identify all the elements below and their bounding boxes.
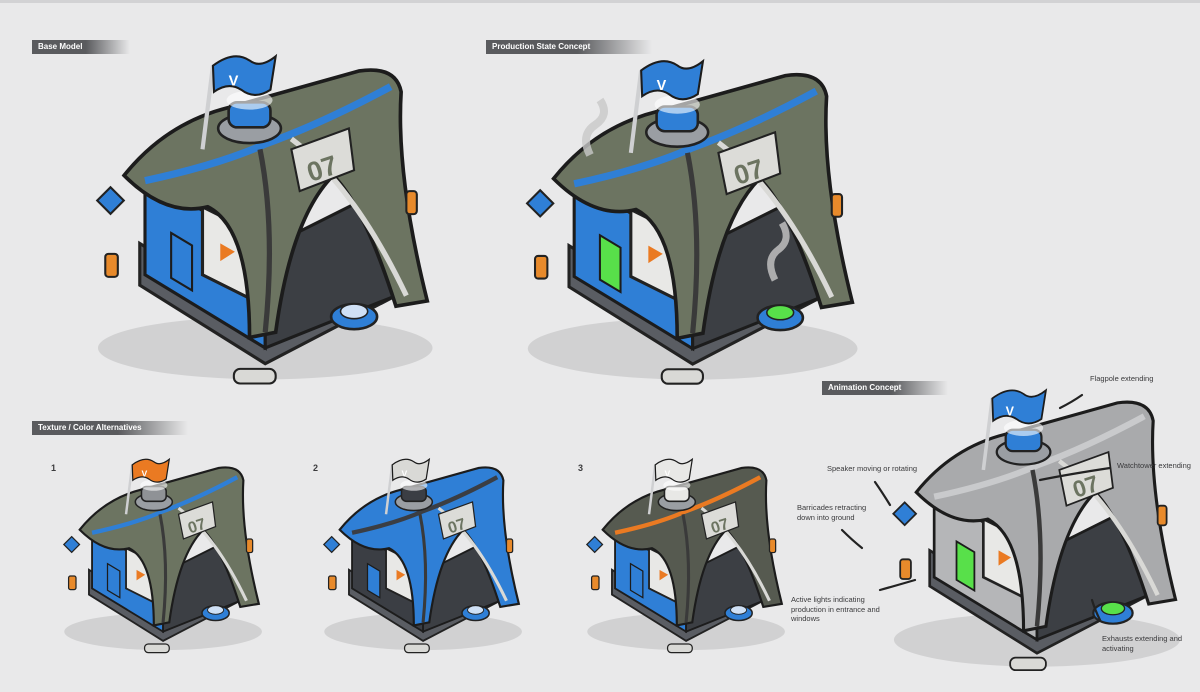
annotation-exhausts: Exhausts extending and activating (1102, 634, 1183, 653)
production-smoke (582, 97, 790, 282)
annotation-flagpole: Flagpole extending (1090, 374, 1154, 383)
label-texture-alternatives: Texture / Color Alternatives (32, 421, 188, 435)
top-divider (0, 0, 1200, 3)
variant-number-2: 2 (313, 463, 319, 473)
annotation-lights: Active lights indicating production in e… (791, 595, 880, 623)
annotation-watchtower: Watchtower extending (1117, 461, 1191, 470)
variant-number-1: 1 (51, 463, 57, 473)
label-base-model: Base Model (32, 40, 130, 54)
annotation-barricades: Barricades retracting down into ground (797, 503, 867, 522)
variant-number-3: 3 (578, 463, 584, 473)
label-animation-concept: Animation Concept (822, 381, 948, 395)
label-production-state: Production State Concept (486, 40, 652, 54)
annotation-speaker: Speaker moving or rotating (827, 464, 918, 473)
